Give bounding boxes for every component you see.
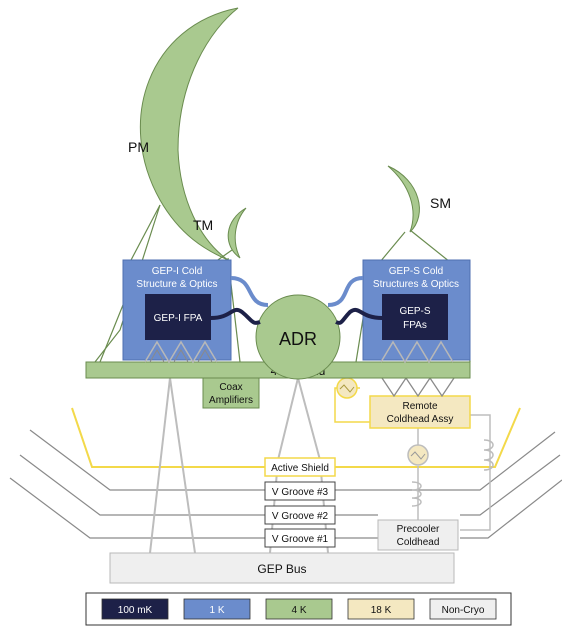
- gep-s-1k-strap: [327, 276, 364, 307]
- legend-item-1k: 1 K: [183, 598, 251, 620]
- legend-swatch-4k: [265, 598, 333, 620]
- gep-bus-box: [109, 552, 455, 584]
- remote-coldhead-label-line2: Coldhead Assy: [387, 414, 454, 425]
- v-groove-1-line: [9, 477, 562, 539]
- active-shield-box: [264, 457, 336, 477]
- precooler-pump-wave: [410, 451, 426, 460]
- legend-label-1k: 1 K: [209, 605, 224, 616]
- active-shield-line: [71, 407, 521, 468]
- precooler-box: [377, 519, 459, 551]
- v-groove-2-box: [264, 505, 336, 525]
- active-shield-label: Active Shield: [271, 463, 329, 474]
- left-support-strut: [149, 377, 196, 554]
- gep-s-zigzag: [380, 340, 454, 364]
- precooler-label-line1: Precooler: [397, 524, 440, 535]
- gep-i-fpa-box: [145, 294, 211, 340]
- precooler-lines: [411, 414, 494, 531]
- gep-i-title-line2: Structure & Optics: [136, 279, 217, 290]
- adr-circle: [255, 294, 341, 380]
- gep-i-zigzag-inner: [149, 349, 213, 363]
- legend-swatch-18k: [347, 598, 415, 620]
- remote-coldhead-label-line1: Remote: [402, 401, 437, 412]
- gep-s-title-line2: Structures & Optics: [373, 279, 459, 290]
- precooler-label-line2: Coldhead: [397, 537, 440, 548]
- legend-item-4k: 4 K: [265, 598, 333, 620]
- tertiary-mirror-shape: [227, 207, 247, 259]
- mirror-struts: [94, 204, 471, 363]
- v-groove-3-box: [264, 481, 336, 501]
- legend-label-noncryo: Non-Cryo: [442, 605, 485, 616]
- gep-s-fpa-box: [382, 294, 448, 340]
- v-groove-1-label: V Groove #1: [272, 534, 329, 545]
- right-lower-zigzag: [381, 376, 455, 398]
- gep-s-title-line1: GEP-S Cold: [389, 266, 443, 277]
- legend-swatch-1k: [183, 598, 251, 620]
- gep-i-zigzag: [144, 340, 218, 364]
- tm-label: TM: [193, 217, 213, 233]
- v-groove-2-label: V Groove #2: [272, 511, 329, 522]
- legend-item-18k: 18 K: [347, 598, 415, 620]
- legend-swatch-100mk: [101, 598, 169, 620]
- remote-coldhead-pump-wave: [339, 384, 355, 393]
- sm-label: SM: [430, 195, 451, 211]
- v-groove-3-line: [29, 429, 556, 491]
- coax-amplifiers-box: [202, 377, 260, 409]
- center-support-strut: [277, 377, 321, 461]
- pm-label: PM: [128, 139, 149, 155]
- legend-label-100mk: 100 mK: [118, 605, 153, 616]
- gep-s-fpa-line2: FPAs: [403, 320, 427, 331]
- gep-i-fpa-label: GEP-I FPA: [154, 313, 203, 324]
- gep-i-title-line1: GEP-I Cold: [152, 266, 203, 277]
- legend-label-18k: 18 K: [371, 605, 392, 616]
- coax-label-line2: Amplifiers: [209, 395, 253, 406]
- legend-item-noncryo: Non-Cryo: [429, 598, 497, 620]
- legend-item-100mk: 100 mK: [101, 598, 169, 620]
- v-groove-1-box: [264, 528, 336, 548]
- secondary-mirror-shape: [387, 165, 420, 233]
- remote-coldhead-box: [369, 395, 471, 429]
- legend-swatch-noncryo: [429, 598, 497, 620]
- coax-label-line1: Coax: [219, 382, 242, 393]
- v-groove-lines: [9, 429, 562, 539]
- v-groove-2-line: [19, 454, 561, 516]
- gep-i-100mk-strap: [210, 307, 261, 325]
- gep-i-1k-strap: [230, 276, 269, 307]
- v-groove-3-label: V Groove #3: [272, 487, 329, 498]
- gep-s-100mk-strap: [335, 307, 383, 325]
- adr-label: ADR: [279, 329, 317, 349]
- gep-bus-label: GEP Bus: [257, 562, 306, 576]
- gep-s-fpa-line1: GEP-S: [399, 306, 430, 317]
- legend-label-4k: 4 K: [291, 605, 306, 616]
